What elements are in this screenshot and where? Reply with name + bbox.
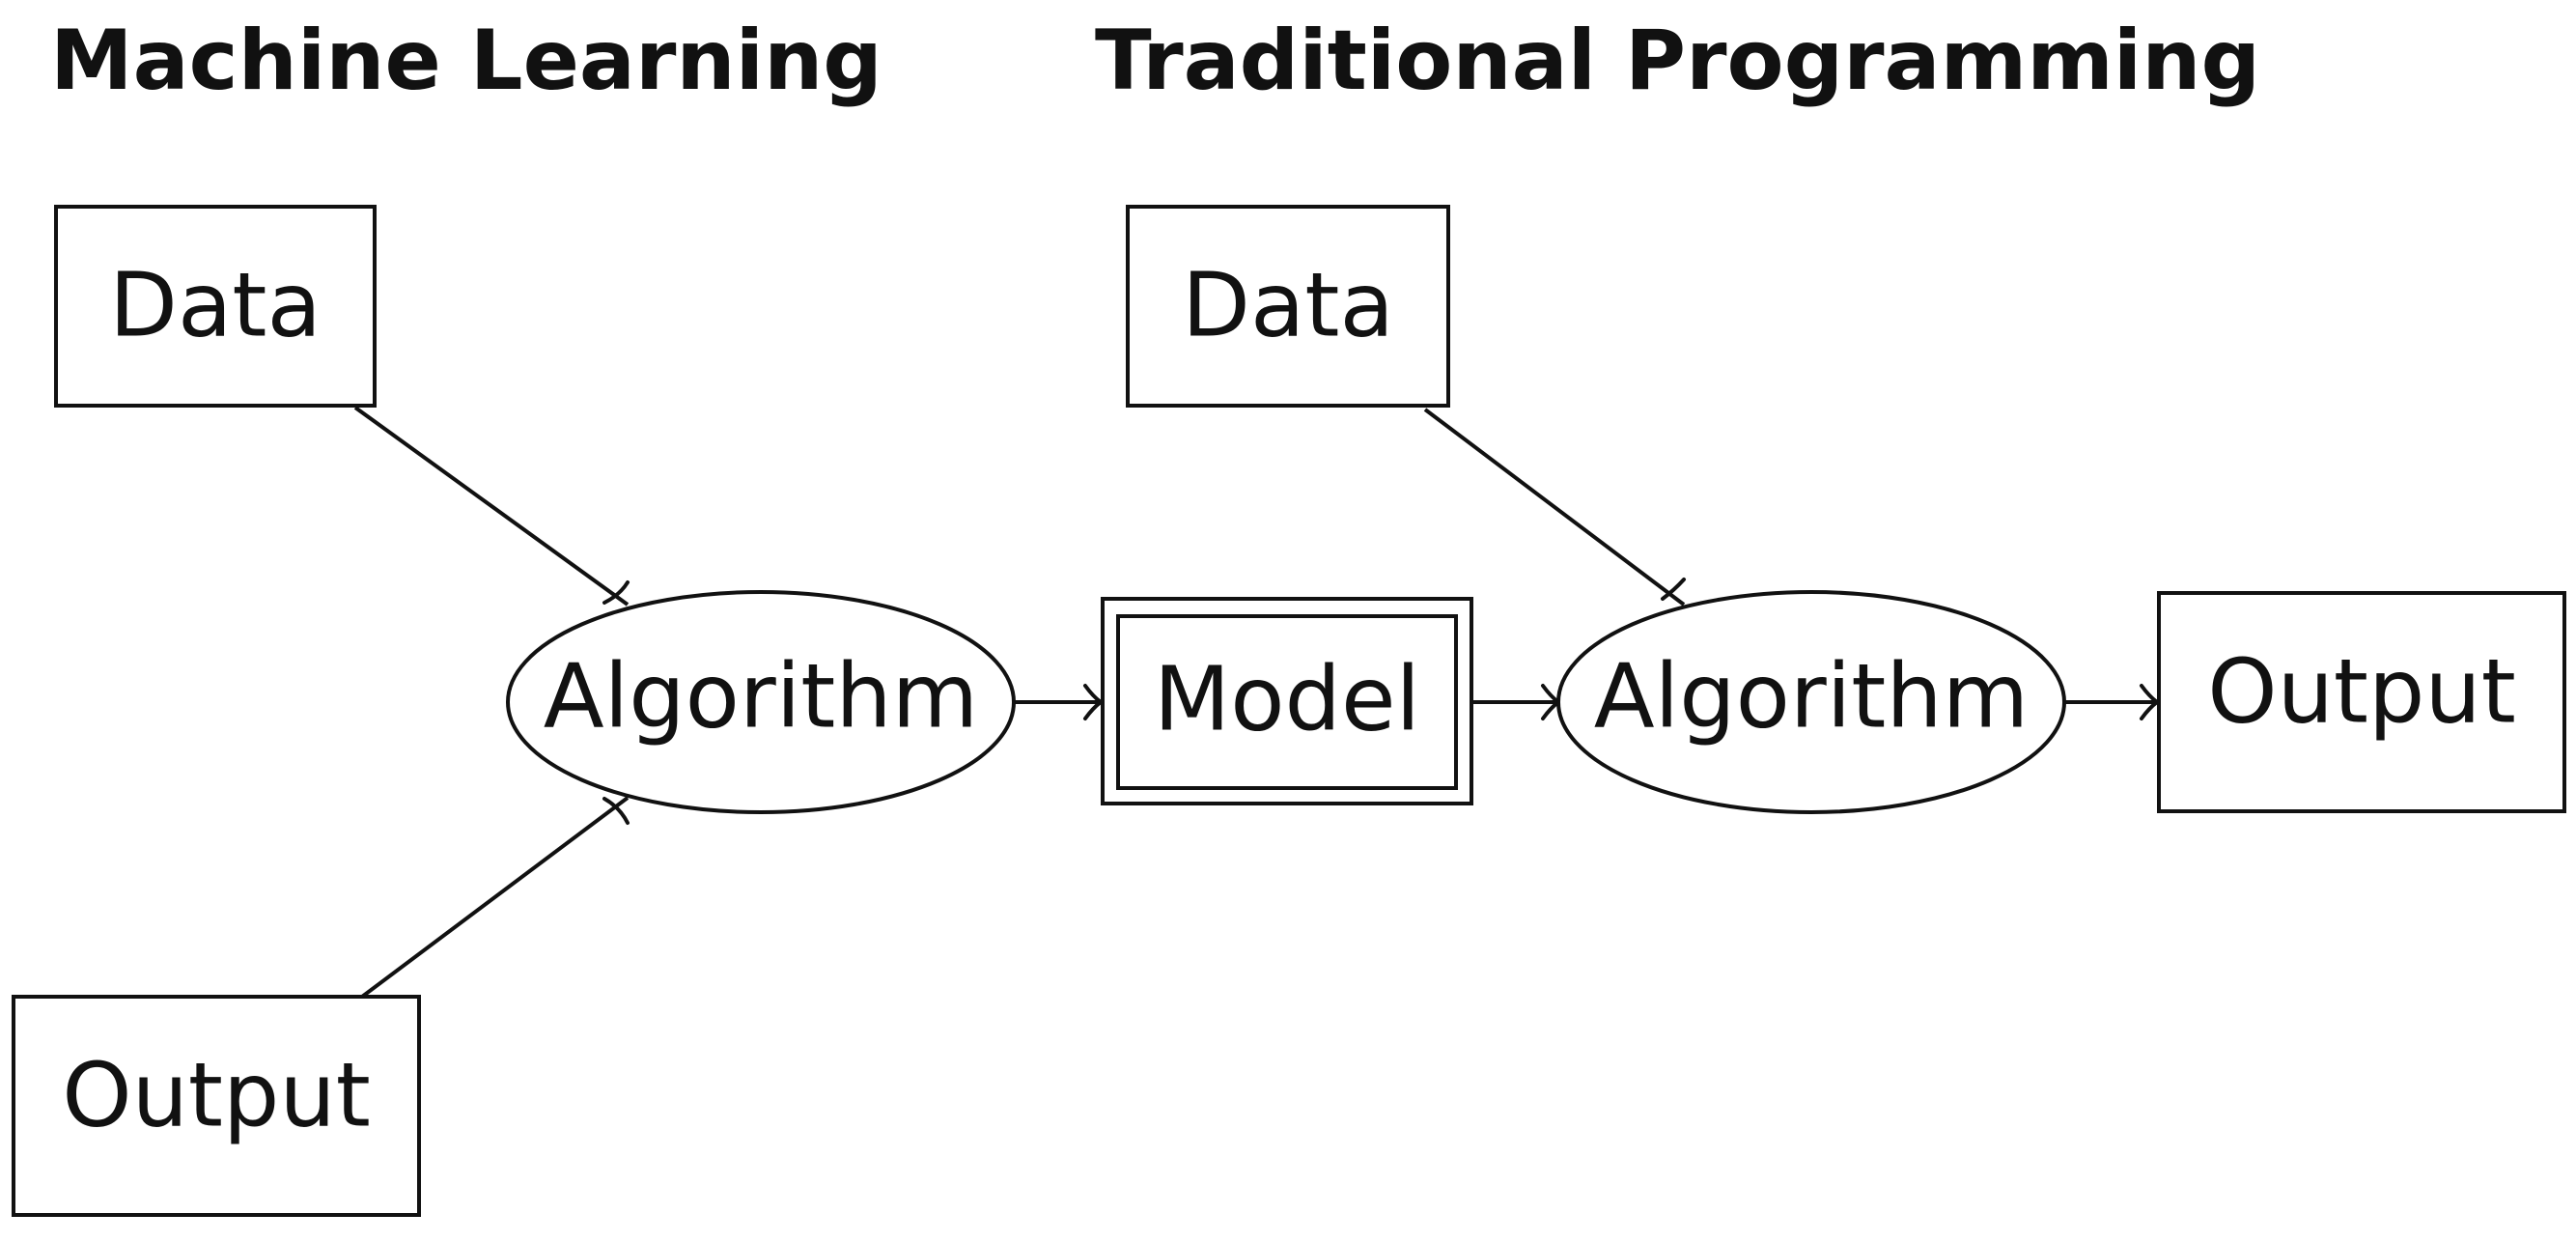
title-traditional-programming: Traditional Programming [1095, 13, 2260, 109]
tp-algorithm-node: Algorithm [1556, 590, 2066, 814]
title-machine-learning: Machine Learning [50, 13, 882, 109]
edge-ml-data-to-algorithm [353, 406, 630, 607]
tp-output-node: Output [2157, 591, 2566, 813]
model-node: Model [1101, 597, 1473, 805]
tp-data-box [1126, 205, 1450, 408]
tp-output-box [2157, 591, 2566, 813]
tp-algorithm-label: Algorithm [1594, 644, 2030, 748]
tp-algorithm-ellipse [1556, 590, 2066, 814]
arrowhead-ml-data [602, 580, 630, 605]
ml-output-label: Output [62, 1043, 371, 1146]
ml-data-label: Data [109, 253, 322, 356]
ml-output-box [12, 995, 421, 1217]
edge-tp-data-to-algorithm [1423, 408, 1686, 607]
ml-data-box [54, 205, 377, 408]
edges [353, 406, 2157, 999]
arrowhead-ml-output [602, 797, 630, 825]
model-inner-box [1116, 614, 1458, 790]
ml-algorithm-ellipse [506, 590, 1016, 814]
arrowhead-tp-data [1661, 578, 1686, 601]
ml-data-node: Data [54, 205, 377, 408]
tp-output-label: Output [2207, 639, 2516, 743]
ml-algorithm-node: Algorithm [506, 590, 1016, 814]
model-label: Model [1154, 647, 1420, 750]
ml-output-node: Output [12, 995, 421, 1217]
edge-ml-output-to-algorithm [360, 796, 630, 999]
tp-data-node: Data [1126, 205, 1450, 408]
ml-algorithm-label: Algorithm [544, 644, 979, 748]
tp-data-label: Data [1182, 253, 1394, 356]
